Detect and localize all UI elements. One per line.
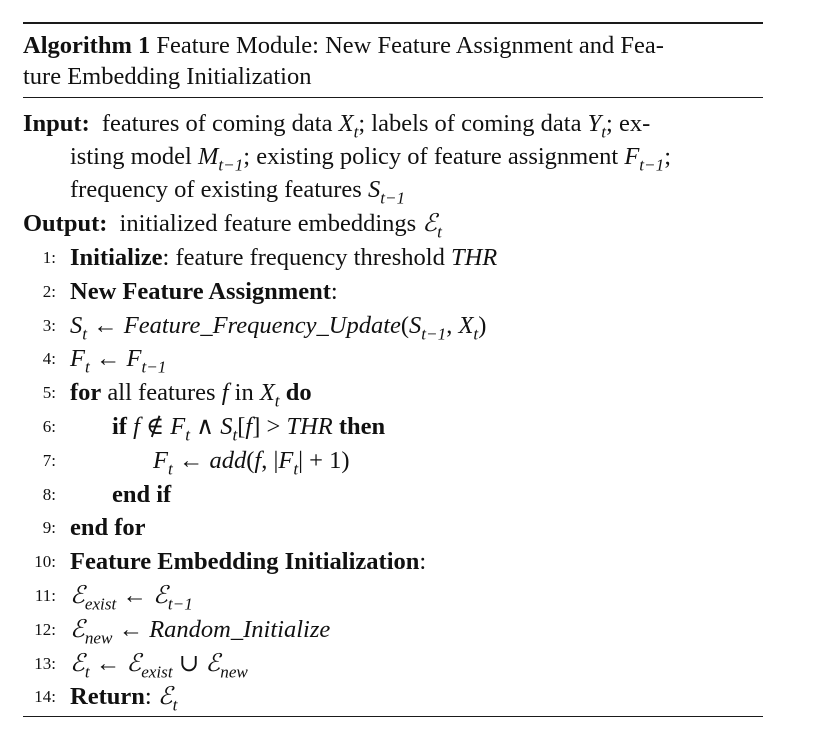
input-label: Input: — [23, 110, 90, 137]
step-13: ℰt ← ℰexist ∪ ℰnew — [70, 650, 248, 682]
line-number: 13: — [34, 654, 56, 673]
step-4: Ft ← Ft−1 — [70, 345, 167, 377]
algorithm-label: Algorithm 1 — [23, 32, 151, 59]
algorithm-title-line2: ture Embedding Initialization — [23, 63, 312, 90]
step-6: if f ∉ Ft ∧ St[f] > THR then — [112, 413, 386, 445]
step-12: ℰnew ← Random_Initialize — [70, 616, 331, 648]
step-7: Ft ← add(f, |Ft| + 1) — [153, 447, 350, 479]
caption-rule — [23, 97, 763, 98]
output-line: Output: initialized feature embeddings ℰ… — [23, 210, 442, 242]
input-line3: frequency of existing features St−1 — [70, 176, 406, 208]
step-3: St ← Feature_Frequency_Update(St−1, Xt) — [70, 312, 487, 344]
step-2: New Feature Assignment: — [70, 278, 338, 305]
step-10: Feature Embedding Initialization: — [70, 548, 427, 575]
step-8: end if — [112, 481, 172, 508]
line-number: 9: — [42, 518, 56, 537]
step-11: ℰexist ← ℰt−1 — [70, 582, 193, 614]
line-number: 12: — [34, 620, 56, 639]
line-number: 1: — [42, 248, 56, 267]
step-9: end for — [70, 514, 146, 541]
line-number: 7: — [42, 451, 56, 470]
output-label: Output: — [23, 210, 108, 237]
line-number: 10: — [34, 552, 56, 571]
top-rule — [23, 22, 763, 24]
step-1: Initialize: feature frequency threshold … — [70, 244, 498, 271]
line-number: 5: — [42, 383, 56, 402]
algorithm-caption-line1: Algorithm 1 Feature Module: New Feature … — [23, 30, 664, 62]
line-number: 11: — [34, 586, 56, 605]
line-number: 2: — [42, 282, 56, 301]
step-14: Return: ℰt — [70, 683, 178, 715]
line-number: 3: — [42, 316, 56, 335]
algorithm-title-line1: Feature Module: New Feature Assignment a… — [156, 32, 664, 59]
bottom-rule — [23, 716, 763, 717]
input-line2: isting model Mt−1; existing policy of fe… — [70, 143, 671, 175]
line-number: 14: — [34, 687, 56, 706]
line-number: 6: — [42, 417, 56, 436]
line-number: 8: — [42, 485, 56, 504]
line-number: 4: — [42, 349, 56, 368]
input-line1: Input: features of coming data Xt; label… — [23, 108, 651, 142]
input-text-1: features of coming data Xt; labels of co… — [101, 110, 651, 142]
step-5: for all features f in Xt do — [70, 379, 312, 411]
